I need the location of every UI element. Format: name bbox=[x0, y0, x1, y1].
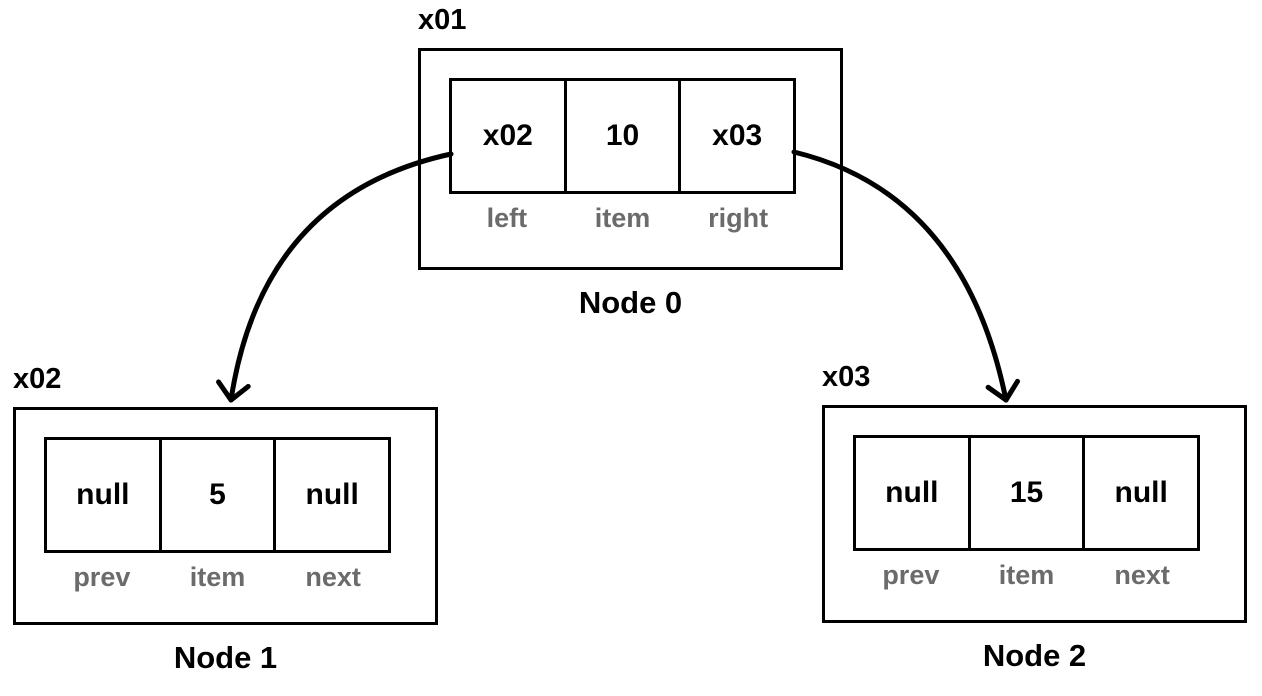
field-label-next: next bbox=[1114, 560, 1170, 590]
node-0-item-cell: 10 bbox=[563, 78, 682, 194]
node-2-pointer-label: x03 bbox=[822, 361, 871, 393]
node-1-group: x02 null 5 null prev item next Node 1 bbox=[13, 363, 438, 676]
node-1-caption: Node 1 bbox=[173, 640, 278, 675]
node-1-item-cell: 5 bbox=[158, 437, 277, 553]
node-2-prev-pointer-cell: null bbox=[853, 435, 971, 551]
node-1-prev-pointer-cell: null bbox=[44, 437, 162, 553]
field-label-item: item bbox=[189, 562, 246, 592]
node-2-item-cell: 15 bbox=[967, 435, 1086, 551]
node-0-group: x01 x02 10 x03 left item right Node 0 bbox=[418, 4, 843, 321]
node-1-pointer-label: x02 bbox=[13, 363, 62, 395]
node-0-field-labels: left item right bbox=[449, 203, 796, 234]
field-label-item: item bbox=[594, 203, 651, 233]
node-1-field-labels: prev item next bbox=[44, 562, 391, 593]
field-label-left: left bbox=[486, 203, 528, 233]
node-0-left-pointer-cell: x02 bbox=[449, 78, 567, 194]
node-2-box: null 15 null prev item next bbox=[822, 405, 1247, 623]
field-label-next: next bbox=[305, 562, 361, 592]
node-2-field-labels: prev item next bbox=[853, 560, 1200, 591]
field-label-item: item bbox=[998, 560, 1055, 590]
node-0-pointer-label: x01 bbox=[418, 4, 467, 36]
node-0-right-pointer-cell: x03 bbox=[678, 78, 797, 194]
field-label-prev: prev bbox=[73, 562, 131, 592]
node-1-box: null 5 null prev item next bbox=[13, 407, 438, 625]
node-0-caption: Node 0 bbox=[578, 285, 683, 320]
node-0-cells: x02 10 x03 bbox=[449, 78, 797, 194]
node-1-next-pointer-cell: null bbox=[273, 437, 392, 553]
field-label-prev: prev bbox=[882, 560, 940, 590]
node-2-next-pointer-cell: null bbox=[1082, 435, 1201, 551]
node-2-group: x03 null 15 null prev item next Node 2 bbox=[822, 361, 1247, 674]
node-0-box: x02 10 x03 left item right bbox=[418, 48, 843, 270]
field-label-right: right bbox=[708, 203, 769, 233]
node-2-caption: Node 2 bbox=[982, 638, 1087, 673]
node-2-cells: null 15 null bbox=[853, 435, 1201, 551]
node-1-cells: null 5 null bbox=[44, 437, 392, 553]
